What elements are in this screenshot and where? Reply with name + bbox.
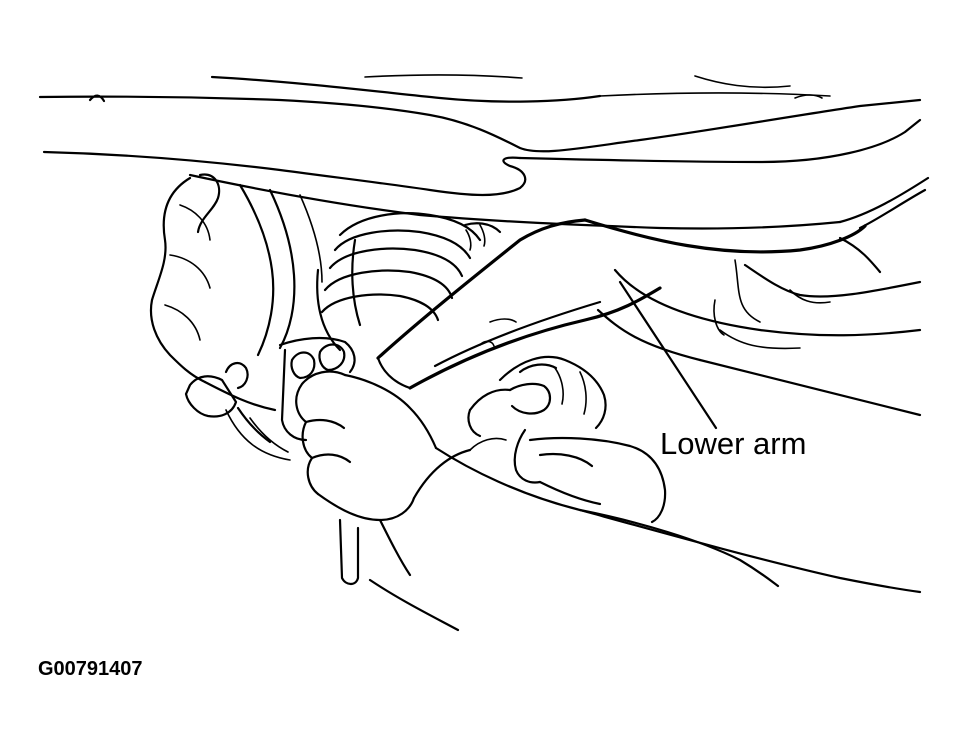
lower-arm-label: Lower arm [660,426,807,461]
body-shell [596,259,922,417]
knuckle-assembly [149,173,356,461]
axle-boot [316,212,502,352]
underbody-panel [38,74,930,230]
right-hand [434,355,922,594]
figure-id: G00791407 [38,658,143,680]
left-hand [295,370,472,632]
lower-arm [376,188,927,390]
callout-leader-line [618,280,718,430]
